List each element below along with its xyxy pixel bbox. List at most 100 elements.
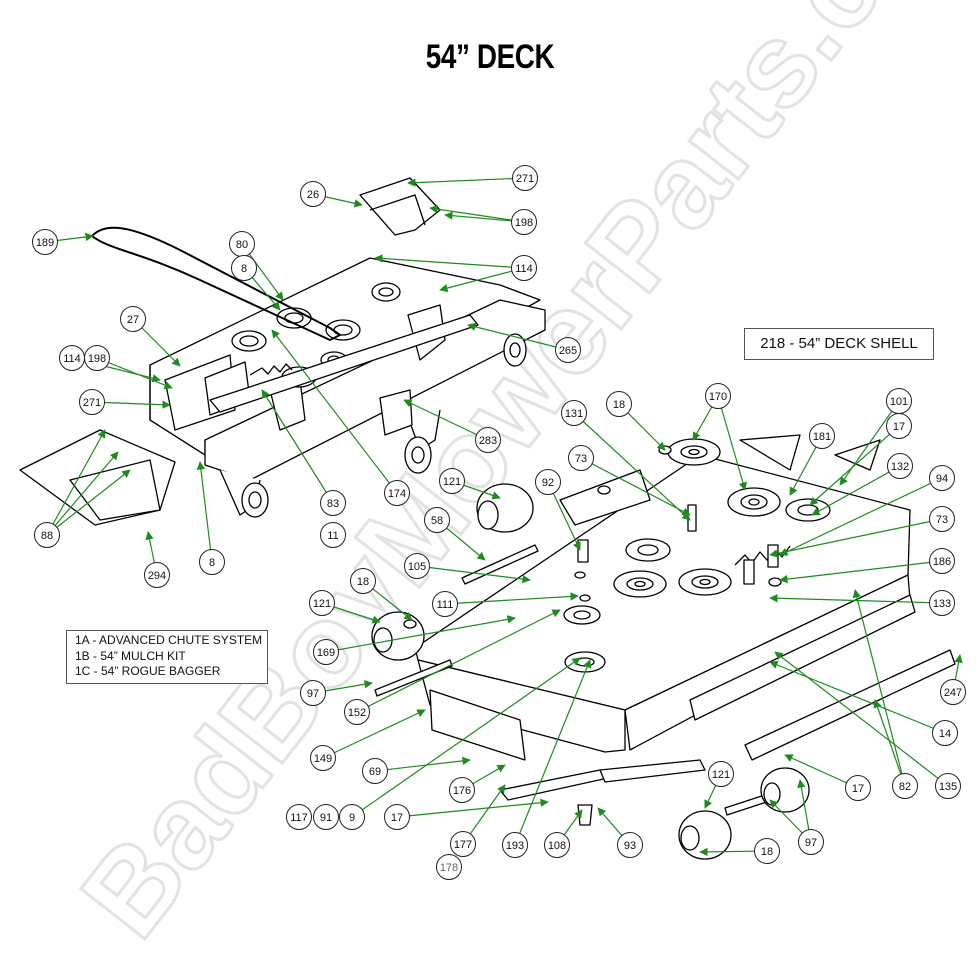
leader-line-c8b (196, 461, 213, 563)
callout-circle (199, 549, 225, 575)
callout-label: 132 (891, 461, 909, 473)
callout-circle (932, 720, 958, 746)
callout-label: 170 (709, 391, 727, 403)
callout-121: 121 (309, 590, 335, 616)
callout-73: 73 (568, 445, 594, 471)
callout-label: 121 (443, 476, 461, 488)
callout-circle (502, 832, 528, 858)
callout-circle (475, 427, 501, 453)
callout-circle (935, 773, 961, 799)
callout-283: 283 (475, 427, 501, 453)
callout-174: 174 (384, 480, 410, 506)
callout-82: 82 (892, 773, 918, 799)
callout-circle (313, 804, 339, 830)
leader-line-c271a (407, 177, 526, 187)
kit-item-1b: 1B - 54” MULCH KIT (75, 648, 186, 663)
callout-93: 93 (617, 832, 643, 858)
callout-label: 271 (83, 397, 101, 409)
callout-label: 193 (506, 840, 524, 852)
callout-label: 14 (939, 728, 951, 740)
callout-label: 169 (317, 647, 335, 659)
callout-circle (384, 480, 410, 506)
callout-circle (286, 804, 312, 830)
callout-circle (84, 345, 110, 371)
callout-97: 97 (300, 680, 326, 706)
leader-line-c132 (811, 465, 901, 516)
callout-label: 17 (893, 421, 905, 433)
callout-circle (708, 761, 734, 787)
callout-circle (310, 745, 336, 771)
callout-circle (300, 181, 326, 207)
callout-132: 132 (887, 453, 913, 479)
callout-circle (79, 389, 105, 415)
leader-line-c271b (91, 400, 171, 409)
callout-circle (929, 506, 955, 532)
kit-item-1c: 1C - 54” ROGUE BAGGER (75, 664, 221, 678)
callout-label: 121 (712, 769, 730, 781)
callout-circle (231, 255, 257, 281)
watermark: BadBoyMowerParts.com (55, 0, 980, 963)
callout-circle (120, 306, 146, 332)
callout-label: 111 (437, 599, 454, 611)
callout-label: 94 (936, 473, 948, 485)
callout-label: 181 (813, 431, 831, 443)
callout-label: 8 (209, 557, 215, 569)
callout-198: 198 (84, 345, 110, 371)
callout-label: 294 (148, 570, 166, 582)
leader-line-c283 (403, 399, 489, 441)
leader-line-c149 (322, 709, 426, 759)
callout-133: 133 (929, 590, 955, 616)
callout-label: 11 (327, 530, 338, 542)
callout-92: 92 (535, 469, 561, 495)
leader-line-c82 (873, 699, 906, 787)
callout-circle (798, 829, 824, 855)
callout-label: 271 (516, 173, 534, 185)
callout-label: 265 (559, 345, 577, 357)
drive-belt (91, 226, 341, 341)
leader-line-c135 (774, 651, 949, 787)
callout-circle (449, 777, 475, 803)
callout-170: 170 (705, 383, 731, 409)
leader-line-c9 (351, 657, 581, 818)
callout-circle (845, 775, 871, 801)
callout-circle (404, 553, 430, 579)
leader-line-c114a (374, 254, 525, 269)
callout-189: 189 (32, 229, 58, 255)
callout-80: 80 (229, 231, 255, 257)
callout-circle (892, 773, 918, 799)
callout-label: 177 (454, 839, 472, 851)
leader-line-c198b (96, 357, 173, 390)
callout-label: 8 (241, 263, 247, 275)
callout-17: 17 (886, 413, 912, 439)
callout-circle (309, 590, 335, 616)
callout-label: 82 (899, 781, 911, 793)
callout-circle (511, 209, 537, 235)
callout-label: 73 (575, 453, 587, 465)
callout-149: 149 (310, 745, 336, 771)
callout-circle (940, 679, 966, 705)
callout-circle (350, 568, 376, 594)
leader-line-c73b (769, 518, 943, 558)
leader-line-c69 (374, 756, 471, 772)
callout-label: 18 (613, 399, 625, 411)
leader-line-c111 (444, 592, 579, 605)
callout-247: 247 (940, 679, 966, 705)
deck-shell-skirt (417, 659, 626, 753)
callout-265: 265 (555, 337, 581, 363)
leader-line-c265 (467, 322, 569, 351)
leader-line-c169 (325, 615, 516, 653)
callout-18: 18 (350, 568, 376, 594)
callout-label: 69 (369, 766, 381, 778)
callout-circle (544, 832, 570, 858)
callout-circle (705, 383, 731, 409)
top-chute (359, 177, 441, 236)
leader-line-c17a (809, 425, 900, 506)
callout-58: 58 (424, 507, 450, 533)
callout-label: 174 (388, 488, 406, 500)
callout-135: 135 (935, 773, 961, 799)
callout-18: 18 (754, 838, 780, 864)
callout-label: 121 (313, 598, 331, 610)
callout-117: 117 (286, 804, 312, 830)
callout-circle (320, 490, 346, 516)
